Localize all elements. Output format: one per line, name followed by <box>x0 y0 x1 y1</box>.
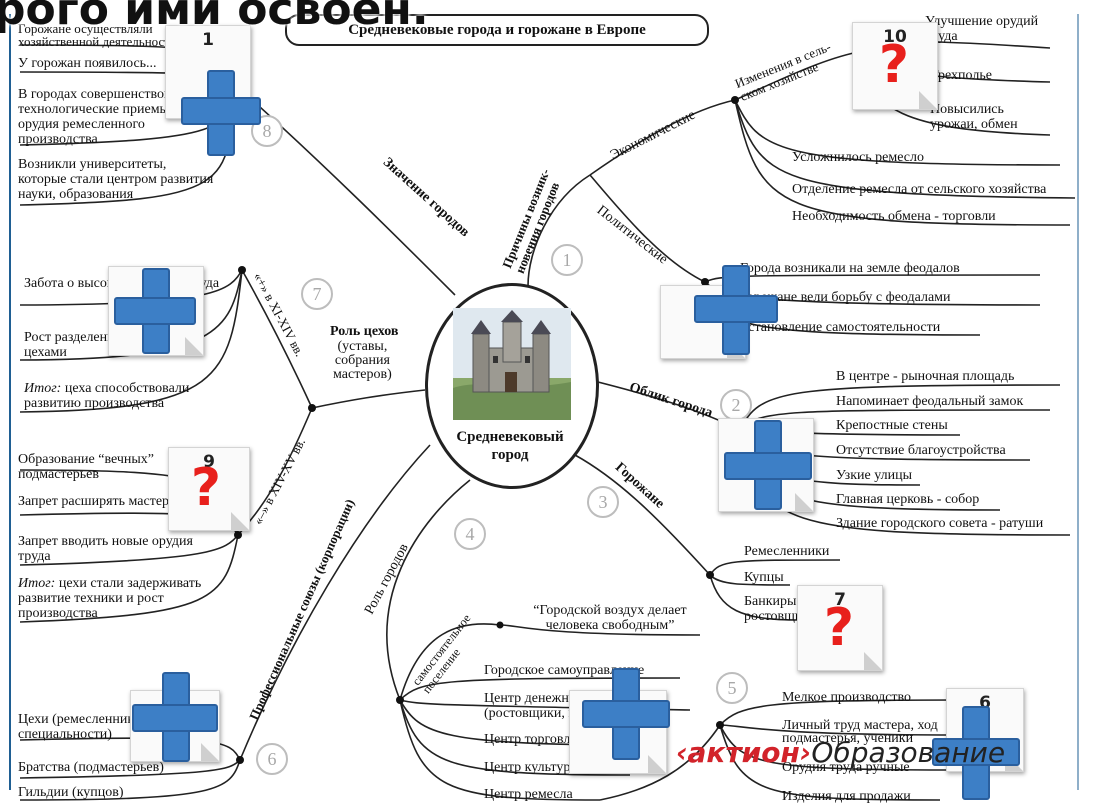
brand-part1: ‹актион› <box>676 736 812 769</box>
guild-role-title: Роль цехов <box>330 324 399 339</box>
guild-plus-result-text: цеха способствовали развитию производств… <box>24 381 190 411</box>
guild-plus-result-label: Итог: <box>24 381 62 396</box>
plus-icon[interactable] <box>724 420 812 510</box>
branch-number-5: 5 <box>716 672 748 704</box>
branch-number-7: 7 <box>301 278 333 310</box>
citizen-item: Купцы <box>744 570 784 585</box>
plus-icon[interactable] <box>181 70 261 156</box>
card-7[interactable]: 7 <box>797 585 883 671</box>
craft-item: Изделия для продажи <box>782 789 911 804</box>
card-number: 10 <box>883 27 907 47</box>
diagram-title: Средневековые города и горожане в Европе <box>285 14 709 46</box>
economic-item: Улучшение орудий труда <box>925 14 1039 44</box>
economic-item: Отделение ремесла от сельского хозяйства <box>792 182 1047 197</box>
card-9[interactable]: 9 <box>168 447 250 531</box>
union-item: Братства (подмастерьев) <box>18 760 164 775</box>
craft-item: Личный труд мастера, ход подмастерья, уч… <box>782 718 938 746</box>
branch-number-3: 3 <box>587 486 619 518</box>
question-icon[interactable]: ? <box>878 35 910 95</box>
economic-item: Необходимость обмена - торговли <box>792 209 996 224</box>
branch-number-4: 4 <box>454 518 486 550</box>
citizen-item: Ремесленники <box>744 544 830 559</box>
appearance-item: В центре - рыночная площадь <box>836 369 1015 384</box>
center-label-line1: Средневековый <box>456 429 564 445</box>
card-number: 6 <box>979 693 991 713</box>
union-item: Гильдии (купцов) <box>18 785 124 800</box>
political-item: Горожане вели борьбу с феодалами <box>740 290 951 305</box>
appearance-item: Здание городского совета - ратуши <box>836 516 1044 531</box>
plus-icon[interactable] <box>582 668 670 760</box>
guild-plus-result: Итог: цеха способствовали развитию произ… <box>24 381 229 411</box>
plus-icon[interactable] <box>114 268 196 354</box>
question-icon[interactable]: ? <box>823 598 855 658</box>
political-item: Города возникали на земле феодалов <box>740 261 960 276</box>
economic-item: Усложнилось ремесло <box>792 150 925 165</box>
plus-icon[interactable] <box>132 672 218 762</box>
guild-minus-item: Образование “вечных” подмастерьев <box>18 452 154 482</box>
city-role-item: Центр торговли <box>484 732 578 747</box>
branch-number-6: 6 <box>256 743 288 775</box>
guild-role-sub: (уставы, собрания мастеров) <box>333 339 392 382</box>
guild-minus-item: Запрет вводить новые орудия труда <box>18 534 193 564</box>
appearance-item: Напоминает феодальный замок <box>836 394 1024 409</box>
plus-icon[interactable] <box>932 706 1020 800</box>
city-role-item: Центр ремесла <box>484 787 573 802</box>
meaning-item: Горожане осуществляли хозяйственной деят… <box>18 22 176 48</box>
card-number: 9 <box>203 452 215 472</box>
center-label-line2: город <box>491 447 529 463</box>
card-number: 7 <box>834 590 846 610</box>
brand-logo: ‹актион›Образование <box>676 736 1005 769</box>
meaning-item: В городах совершенствовались технологиче… <box>18 87 204 147</box>
appearance-item: Узкие улицы <box>836 468 912 483</box>
political-item: Установление самостоятельности <box>740 320 941 335</box>
appearance-item: Главная церковь - собор <box>836 492 980 507</box>
overlay-heading: рого ими освоен. <box>0 0 429 35</box>
guild-minus-item: Запрет расширять мастерские <box>18 494 196 509</box>
economic-item: Трехполье <box>930 68 992 83</box>
center-label: Средневековый город <box>440 428 580 464</box>
guild-minus-result-text: цехи стали задерживать развитие техники … <box>18 576 202 621</box>
craft-item: Мелкое производство <box>782 690 912 705</box>
branch-number-1: 1 <box>551 244 583 276</box>
craft-item: Орудия труда ручные <box>782 760 910 775</box>
city-role-item: Центр культуры <box>484 760 580 775</box>
branch-number-2: 2 <box>720 389 752 421</box>
castle-image <box>453 308 571 420</box>
appearance-item: Отсутствие благоустройства <box>836 443 1006 458</box>
brand-part2: Образование <box>811 736 1006 769</box>
meaning-item: Возникли университеты, которые стали цен… <box>18 157 214 202</box>
city-role-item: Городское самоуправление <box>484 663 645 678</box>
economic-item: Повысились урожаи, обмен <box>930 102 1018 132</box>
plus-icon[interactable] <box>694 265 778 355</box>
card-10[interactable]: 10 <box>852 22 938 110</box>
card-number: 1 <box>202 30 214 50</box>
question-icon[interactable]: ? <box>190 458 222 518</box>
appearance-item: Крепостные стены <box>836 418 948 433</box>
quote-text: “Городской воздух делает человека свобод… <box>533 603 687 633</box>
meaning-item: У горожан появилось... <box>18 56 157 71</box>
guild-minus-result-label: Итог: <box>18 576 56 591</box>
guild-minus-result: Итог: цехи стали задерживать развитие те… <box>18 576 218 621</box>
